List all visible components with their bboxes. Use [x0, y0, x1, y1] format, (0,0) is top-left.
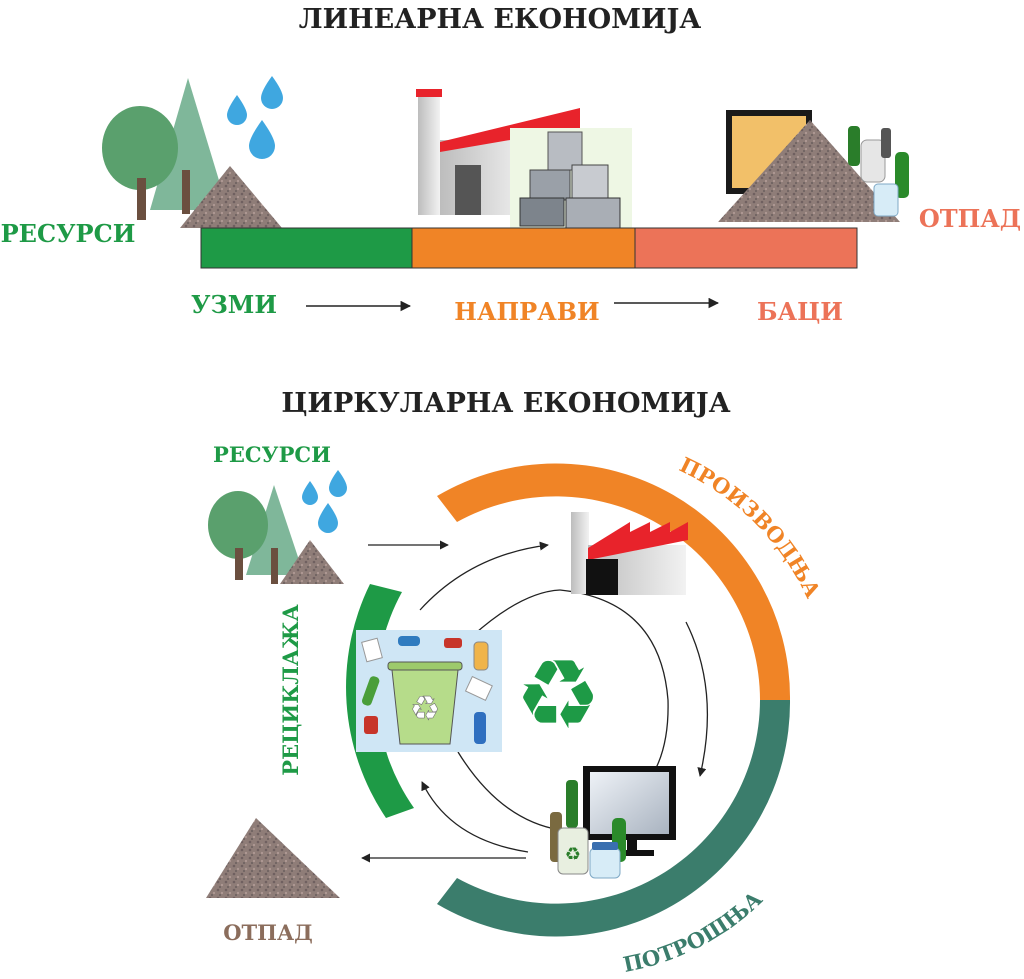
- take-segment: [200, 227, 413, 269]
- rock-pile-icon: [180, 166, 282, 228]
- bottles-icon: [848, 126, 909, 217]
- circular-resources-label: РЕСУРСИ: [213, 442, 331, 467]
- arrow: [457, 751, 561, 831]
- arrow: [419, 541, 549, 611]
- water-drop-icon: [302, 470, 347, 533]
- recycling-label: РЕЦИКЛАЖА: [278, 604, 303, 775]
- water-drop-icon: [227, 76, 283, 159]
- linear-title: ЛИНЕАРНА ЕКОНОМИЈА: [299, 4, 702, 35]
- step-make-label: НАПРАВИ: [454, 297, 599, 326]
- rock-pile-icon: [206, 818, 340, 898]
- svg-text:♻: ♻: [410, 689, 440, 729]
- arrow: [685, 621, 709, 777]
- linear-waste-label: ОТПАД: [919, 204, 1021, 233]
- dispose-segment: [634, 227, 858, 269]
- tree-icon: [102, 78, 228, 220]
- appliances-icon: [510, 128, 632, 229]
- rock-pile-icon: [718, 120, 900, 222]
- arrow: [421, 781, 529, 853]
- linear-resources-label: РЕСУРСИ: [1, 219, 136, 248]
- svg-text:♻: ♻: [565, 844, 581, 865]
- circular-title: ЦИРКУЛАРНА ЕКОНОМИЈА: [281, 388, 730, 419]
- step-dispose-label: БАЦИ: [757, 297, 843, 326]
- make-segment: [411, 227, 636, 269]
- consumption-arc: [437, 700, 791, 937]
- tv-icon: [583, 766, 676, 856]
- bottles-icon: ♻: [550, 780, 626, 879]
- factory-icon: [571, 512, 688, 595]
- circular-waste-label: ОТПАД: [223, 920, 313, 945]
- step-take-label: УЗМИ: [191, 290, 277, 319]
- tree-icon: [208, 485, 304, 584]
- recycle-symbol-icon: ♻: [515, 639, 601, 751]
- recycle-bin-icon: ♻: [356, 630, 502, 752]
- production-arc: [437, 463, 791, 700]
- rock-pile-icon: [280, 540, 344, 584]
